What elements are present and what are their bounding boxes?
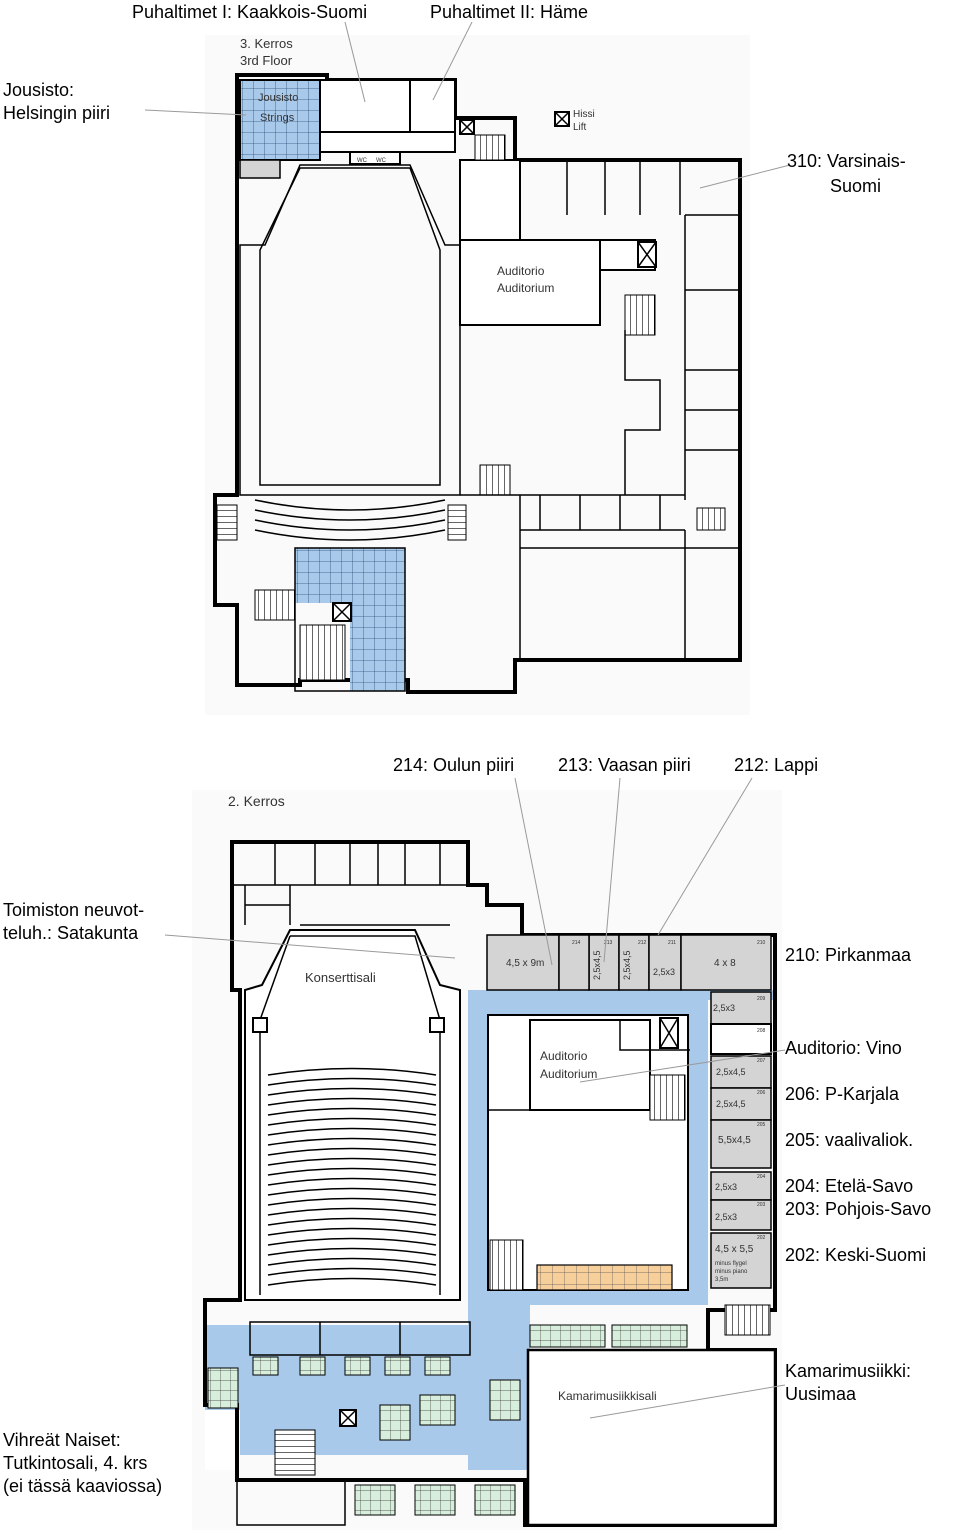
- annotation-toimisto-line2: teluh.: Satakunta: [3, 923, 139, 943]
- puhaltimet1-room: [319, 79, 411, 133]
- room-209-size: 2,5x3: [713, 1003, 735, 1013]
- room-202-note-2: minus piano: [715, 1269, 748, 1275]
- room-204-number: 204: [757, 1174, 766, 1180]
- room-204-size: 2,5x3: [715, 1182, 737, 1192]
- annotation-vino: Auditorio: Vino: [785, 1038, 902, 1058]
- room-214-size: 4,5 x 9m: [506, 958, 544, 969]
- annotation-oulu: 214: Oulun piiri: [393, 755, 515, 775]
- lift-label-1: Hissi: [573, 109, 595, 120]
- room-205-number: 205: [757, 1122, 766, 1128]
- room-208: [710, 1023, 772, 1055]
- room-207-number: 207: [757, 1058, 766, 1064]
- annotation-pirkanmaa: 210: Pirkanmaa: [785, 945, 912, 965]
- annotation-vihreat-line2: Tutkintosali, 4. krs: [3, 1453, 148, 1473]
- room-213-size: 2,5x4,5: [592, 950, 602, 980]
- room-202-number: 202: [757, 1235, 766, 1241]
- annotation-puhaltimet2: Puhaltimet II: Häme: [430, 2, 589, 22]
- room-207: [710, 1055, 772, 1089]
- puhaltimet2-room: [409, 79, 456, 133]
- annotation-jousisto-line1: Jousisto:: [3, 80, 75, 100]
- jousisto-room: [239, 79, 321, 161]
- annotation-jousisto-line2: Helsingin piiri: [3, 103, 111, 123]
- room-210-number: 210: [757, 940, 766, 946]
- room-206-number: 206: [757, 1090, 766, 1096]
- room-210-size: 4 x 8: [714, 958, 736, 969]
- room-212-size: 2,5x4,5: [622, 950, 632, 980]
- floor3-auditorio-label-1: Auditorio: [497, 264, 545, 278]
- room-205-size: 5,5x4,5: [718, 1135, 751, 1146]
- konserttisali-label: Konserttisali: [305, 970, 376, 985]
- room-214-number: 214: [572, 940, 581, 946]
- room-212: [618, 934, 650, 991]
- annotation-vaasa: 213: Vaasan piiri: [558, 755, 691, 775]
- annotation-toimisto-line1: Toimiston neuvot-: [3, 900, 145, 920]
- room-209-number: 209: [757, 996, 766, 1002]
- annotation-etelasavo: 204: Etelä-Savo: [785, 1176, 914, 1196]
- floor2-title: 2. Kerros: [228, 793, 285, 809]
- annotation-keskisuomi: 202: Keski-Suomi: [785, 1245, 927, 1265]
- room-202: [710, 1232, 772, 1289]
- kamarimusiikkisali: [526, 1348, 777, 1527]
- jousisto-room-label-2: Strings: [260, 112, 295, 124]
- konserttisali: [244, 929, 461, 1301]
- wc-label-1: WC: [357, 158, 368, 164]
- room-213: [588, 934, 620, 991]
- annotation-lappi: 212: Lappi: [734, 755, 819, 775]
- annotation-varsinais-line2: Suomi: [830, 176, 882, 196]
- floor2-auditorio-label-2: Auditorium: [540, 1067, 597, 1081]
- annotation-puhaltimet1: Puhaltimet I: Kaakkois-Suomi: [132, 2, 368, 22]
- room-206: [710, 1087, 772, 1121]
- annotation-vihreat-line3: (ei tässä kaaviossa): [3, 1476, 163, 1496]
- room-214: [486, 934, 560, 991]
- floor2-plan: 2. Kerros Konserttisali Auditorio Audito…: [164, 777, 786, 1530]
- annotation-vaalivaliok: 205: vaalivaliok.: [785, 1130, 914, 1150]
- annotation-pohjoissavo: 203: Pohjois-Savo: [785, 1199, 932, 1219]
- annotation-kamari-line1: Kamarimusiikki:: [785, 1361, 912, 1381]
- room-203-size: 2,5x3: [715, 1212, 737, 1222]
- floor2-auditorio-label-1: Auditorio: [540, 1049, 588, 1063]
- room-211-number: 211: [668, 940, 676, 946]
- room-202-note-1: minus flygel: [715, 1261, 747, 1267]
- annotation-kamari-line2: Uusimaa: [785, 1384, 857, 1404]
- room-211-size: 2,5x3: [653, 967, 675, 977]
- floor3-plan: 3. Kerros 3rd Floor Jousisto Strings His…: [144, 21, 791, 715]
- floor3-title-line1: 3. Kerros: [240, 36, 293, 51]
- floor2-auditorium: [529, 1019, 651, 1111]
- annotation-vihreat-line1: Vihreät Naiset:: [3, 1430, 121, 1450]
- room-207-size: 2,5x4,5: [716, 1067, 746, 1077]
- lift-label-2: Lift: [573, 122, 587, 133]
- wc-label-2: WC: [376, 158, 387, 164]
- floor3-auditorio-label-2: Auditorium: [497, 281, 554, 295]
- room-210: [680, 934, 772, 991]
- room-212-number: 212: [638, 940, 647, 946]
- annotation-pkarjala: 206: P-Karjala: [785, 1084, 900, 1104]
- kamarimusiikkisali-label: Kamarimusiikkisali: [558, 1389, 657, 1403]
- jousisto-room-label-1: Jousisto: [258, 92, 298, 104]
- floor3-title-line2: 3rd Floor: [240, 53, 293, 68]
- room-208-number: 208: [757, 1028, 766, 1034]
- room-205: [710, 1119, 772, 1169]
- room-204: [710, 1171, 772, 1201]
- room-202-size: 4,5 x 5,5: [715, 1244, 754, 1255]
- annotation-varsinais-line1: 310: Varsinais-: [787, 151, 906, 171]
- room-203: [710, 1199, 772, 1231]
- room-203-number: 203: [757, 1202, 766, 1208]
- room-202-note-3: 3,5m: [715, 1277, 728, 1283]
- floor3-auditorium: [459, 239, 601, 326]
- room-211: [648, 934, 682, 991]
- room-206-size: 2,5x4,5: [716, 1099, 746, 1109]
- room-213-number: 213: [604, 940, 613, 946]
